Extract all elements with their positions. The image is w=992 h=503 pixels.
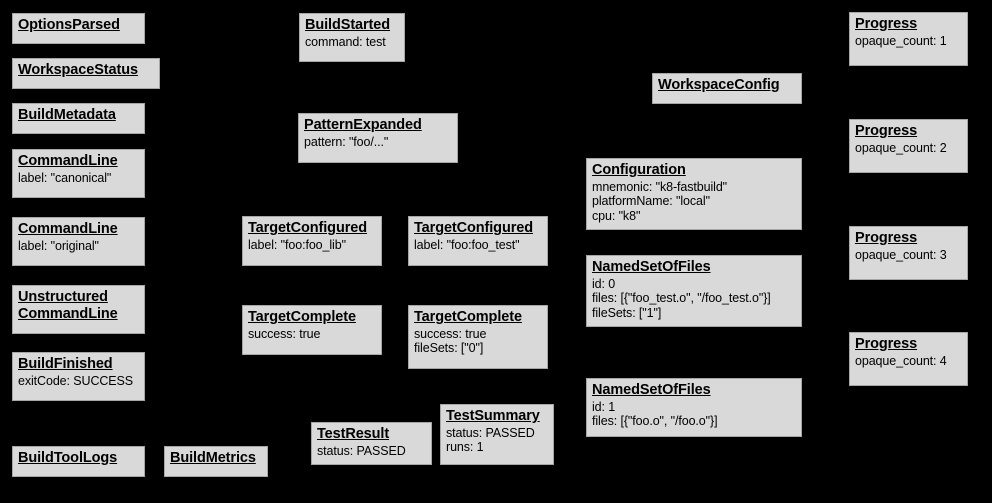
node-title: BuildFinished — [18, 356, 113, 372]
node-workspace-config[interactable]: WorkspaceConfig — [652, 73, 802, 104]
node-build-tool-logs[interactable]: BuildToolLogs — [12, 446, 145, 477]
node-title: Progress — [855, 230, 918, 246]
node-unstructured-command-line[interactable]: Unstructured CommandLine — [12, 285, 145, 334]
node-field-0: label: "foo:foo_lib" — [248, 237, 346, 252]
node-field-0: pattern: "foo/..." — [304, 134, 389, 149]
node-field-0: success: true — [248, 326, 321, 341]
node-title: NamedSetOfFiles — [592, 259, 711, 275]
node-title: TargetConfigured — [248, 220, 367, 236]
node-title: PatternExpanded — [304, 117, 422, 133]
node-title: Configuration — [592, 162, 686, 178]
node-field-0: opaque_count: 3 — [855, 247, 947, 262]
node-options-parsed[interactable]: OptionsParsed — [12, 13, 145, 44]
node-field-0: id: 0 — [592, 276, 616, 291]
node-title: CommandLine — [18, 221, 118, 237]
node-title: CommandLine — [18, 153, 118, 169]
node-title: Progress — [855, 123, 918, 139]
node-field-1: files: [{"foo.o", "/foo.o"}] — [592, 414, 718, 429]
node-field-1: runs: 1 — [446, 440, 484, 455]
node-title: WorkspaceConfig — [658, 77, 780, 93]
node-title: Progress — [855, 16, 918, 32]
node-build-metadata[interactable]: BuildMetadata — [12, 103, 145, 134]
node-title: TargetComplete — [414, 309, 522, 325]
node-field-0: mnemonic: "k8-fastbuild" — [592, 179, 728, 194]
node-field-1: files: [{"foo_test.o", "/foo_test.o"}] — [592, 291, 771, 306]
node-title: TargetComplete — [248, 309, 356, 325]
node-field-0: command: test — [305, 34, 386, 49]
node-field-0: label: "original" — [18, 238, 99, 253]
node-workspace-status[interactable]: WorkspaceStatus — [12, 58, 160, 89]
node-title: NamedSetOfFiles — [592, 382, 711, 398]
node-field-0: opaque_count: 4 — [855, 353, 947, 368]
node-field-0: id: 1 — [592, 399, 616, 414]
node-field-0: success: true — [414, 326, 487, 341]
node-field-0: status: PASSED — [446, 425, 535, 440]
node-title: TestSummary — [446, 408, 540, 424]
node-field-2: fileSets: ["1"] — [592, 305, 662, 320]
node-field-0: opaque_count: 2 — [855, 140, 947, 155]
node-title: WorkspaceStatus — [18, 62, 138, 78]
node-field-0: label: "canonical" — [18, 170, 112, 185]
node-field-0: label: "foo:foo_test" — [414, 237, 520, 252]
node-title: TargetConfigured — [414, 220, 533, 236]
node-field-0: opaque_count: 1 — [855, 33, 947, 48]
node-field-1: platformName: "local" — [592, 194, 710, 209]
node-title: Progress — [855, 336, 918, 352]
node-title: BuildMetadata — [18, 107, 116, 123]
node-title: BuildStarted — [305, 17, 391, 33]
node-field-0: status: PASSED — [317, 443, 406, 458]
node-title: TestResult — [317, 426, 390, 442]
node-field-2: cpu: "k8" — [592, 208, 641, 223]
node-title: BuildToolLogs — [18, 450, 118, 466]
node-field-0: exitCode: SUCCESS — [18, 373, 134, 388]
node-title: BuildMetrics — [170, 450, 256, 466]
node-field-1: fileSets: ["0"] — [414, 341, 484, 356]
node-build-metrics[interactable]: BuildMetrics — [164, 446, 268, 477]
node-title: Unstructured CommandLine — [18, 289, 118, 322]
node-title: OptionsParsed — [18, 17, 120, 33]
